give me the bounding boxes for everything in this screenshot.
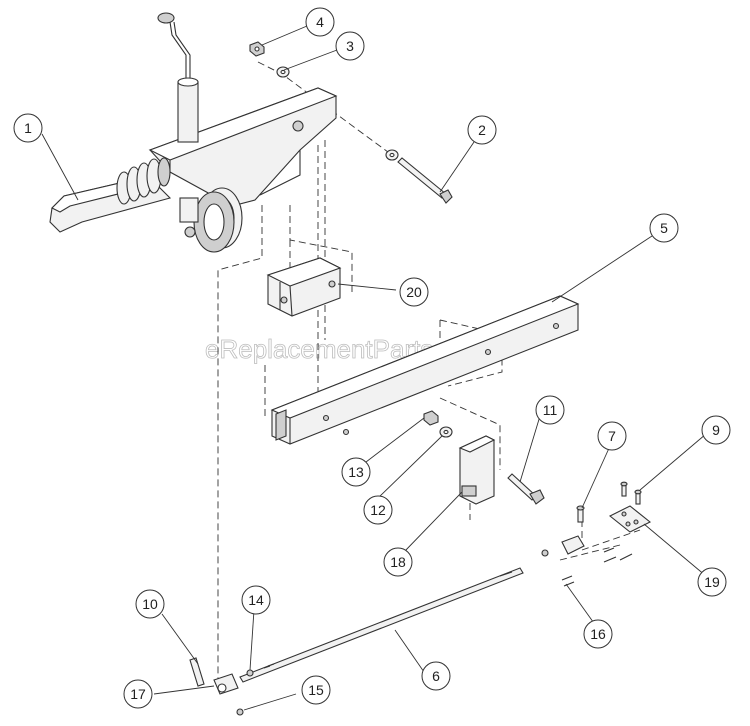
callout-10: 10 [135,589,165,619]
svg-text:2: 2 [478,122,486,138]
svg-text:12: 12 [370,502,386,518]
svg-text:9: 9 [712,422,720,438]
pin-part-7 [576,505,585,523]
callout-4: 4 [305,7,335,37]
callout-1: 1 [13,113,43,143]
callout-9: 9 [701,415,731,445]
svg-text:15: 15 [308,682,324,698]
callout-17: 17 [123,679,153,709]
leader-lines [41,25,707,711]
svg-text:5: 5 [660,220,668,236]
washer-part-12 [439,426,453,438]
svg-text:17: 17 [130,686,146,702]
callout-16: 16 [583,619,613,649]
svg-text:20: 20 [406,284,422,300]
svg-text:10: 10 [142,596,158,612]
callout-6: 6 [421,661,451,691]
svg-text:1: 1 [24,120,32,136]
pins-part-9 [620,481,642,505]
clevis-assembly [541,535,633,587]
svg-text:14: 14 [248,592,264,608]
nut-part-13 [423,410,439,426]
svg-text:4: 4 [316,14,324,30]
callout-18: 18 [383,547,413,577]
callout-7: 7 [597,421,627,451]
callout-12: 12 [363,495,393,525]
svg-text:13: 13 [348,464,364,480]
svg-text:7: 7 [608,428,616,444]
washer-bracket [385,149,399,161]
svg-text:16: 16 [590,626,606,642]
callout-3: 3 [335,31,365,61]
bracket-part-18 [458,435,496,505]
callout-15: 15 [301,675,331,705]
callout-5: 5 [649,213,679,243]
tongue-coupler-assembly [49,12,338,253]
bolt-part-11 [507,473,545,505]
callout-14: 14 [241,585,271,615]
square-tube-part-5 [270,295,580,445]
callout-19: 19 [697,567,727,597]
rod-end-assembly [189,657,254,716]
svg-text:3: 3 [346,38,354,54]
latch-plate-part-19 [608,505,652,533]
svg-text:11: 11 [543,402,558,418]
nut-part-4 [249,41,265,57]
callout-2: 2 [467,115,497,145]
svg-text:6: 6 [432,668,440,684]
svg-text:18: 18 [390,554,406,570]
rod-part-6 [239,567,524,683]
bolt-part-2 [397,157,453,204]
callout-20: 20 [399,277,429,307]
callout-13: 13 [341,457,371,487]
coupler-spring [116,157,171,205]
callout-11: 11 [535,395,565,425]
svg-text:19: 19 [704,574,720,590]
jack-wheel [179,187,243,253]
bracket-part-20 [266,257,342,317]
